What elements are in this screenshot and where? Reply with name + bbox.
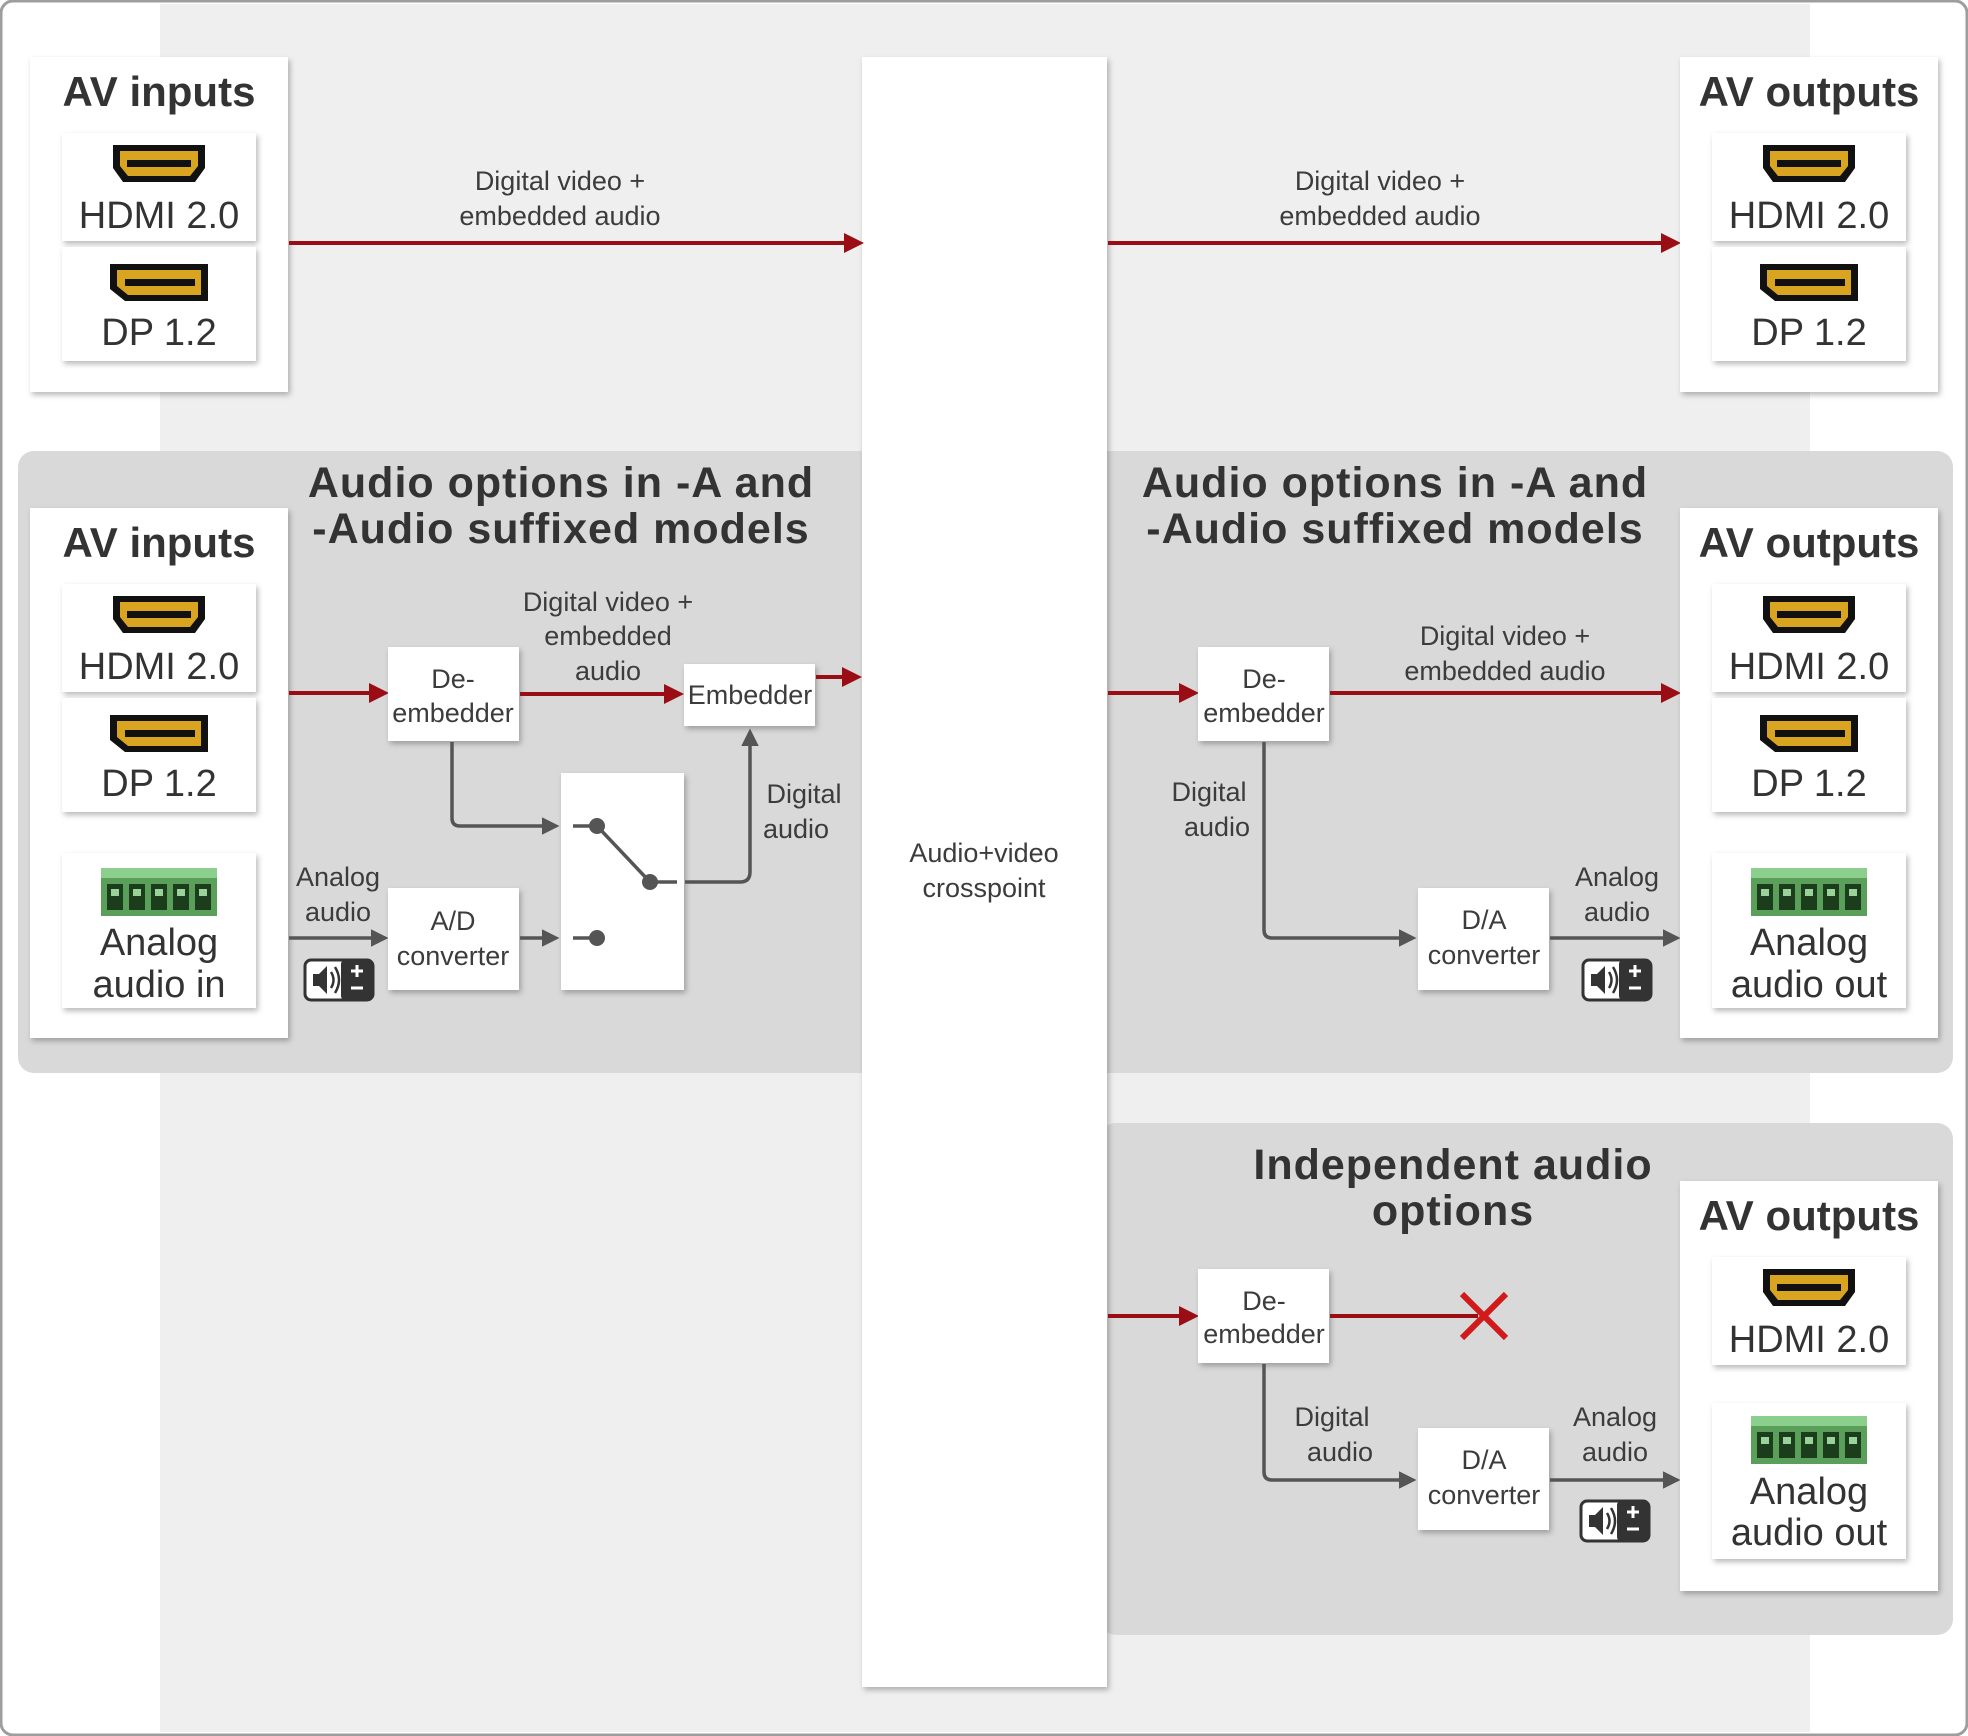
deembedder-label-bottom-line1: De-: [1242, 1286, 1286, 1316]
crosspoint-label-line2: crosspoint: [922, 873, 1046, 903]
switch-lever: [595, 824, 652, 884]
audio-options-title-left-line1: Audio options in -A and: [308, 459, 814, 507]
analog-audio-label-in-line1: Analog: [296, 862, 380, 892]
av-outputs-heading-bottom: AV outputs: [1699, 1192, 1920, 1239]
digital-audio-label-left-line2: audio: [763, 814, 829, 844]
analog-audio-label-mid-line2: audio: [1584, 897, 1650, 927]
analog-audio-in-label-line2: audio in: [92, 964, 225, 1006]
volume-control-icon: [303, 958, 375, 1002]
da-converter-label-mid-line2: converter: [1428, 940, 1541, 970]
ad-converter-label-line1: A/D: [430, 906, 475, 936]
hdmi-icon: [1763, 145, 1855, 182]
input-signal-label-top-line1: Digital video +: [475, 166, 645, 196]
analog-audio-out-label-bottom-line2: audio out: [1731, 1512, 1888, 1554]
switch-to-embedder-arrow: [685, 728, 759, 884]
av-outputs-heading-top: AV outputs: [1699, 68, 1920, 115]
audio-options-title-left-line2: -Audio suffixed models: [312, 505, 809, 553]
deembedder-label-left-line2: embedder: [392, 698, 514, 728]
da-converter-block-mid: [1418, 888, 1549, 990]
hdmi-output-label-top: HDMI 2.0: [1729, 195, 1889, 237]
switch-node-b: [589, 930, 605, 946]
digital-audio-label-mid-line2: audio: [1184, 812, 1250, 842]
digital-audio-label-bottom-line1: Digital: [1294, 1402, 1369, 1432]
analog-audio-in-label-line1: Analog: [100, 922, 218, 964]
deembedder-to-da-arrow-mid: [1262, 742, 1417, 947]
digital-audio-label-left-line1: Digital: [766, 779, 841, 809]
digital-audio-label-mid-line1: Digital: [1171, 777, 1246, 807]
independent-audio-title-line1: Independent audio: [1253, 1141, 1652, 1189]
phoenix-terminal-icon: [1751, 1416, 1867, 1464]
da-converter-label-bottom-line2: converter: [1428, 1480, 1541, 1510]
volume-control-icon: [1579, 1499, 1651, 1543]
output-signal-label-mid-line1: Digital video +: [1420, 621, 1590, 651]
hdmi-icon: [1763, 596, 1855, 633]
hdmi-input-label-mid: HDMI 2.0: [79, 646, 239, 688]
deembedder-label-right-line2: embedder: [1203, 698, 1325, 728]
digital-audio-label-bottom-line2: audio: [1307, 1437, 1373, 1467]
output-signal-label-top-line2: embedded audio: [1279, 201, 1480, 231]
embedder-label: Embedder: [688, 680, 813, 710]
output-signal-label-top-line1: Digital video +: [1295, 166, 1465, 196]
hdmi-icon: [113, 145, 205, 182]
deembedder-label-bottom-line2: embedder: [1203, 1319, 1325, 1349]
analog-audio-label-in-line2: audio: [305, 897, 371, 927]
hdmi-icon: [113, 596, 205, 633]
internal-signal-label-line2: embedded: [544, 621, 672, 651]
analog-audio-label-bottom-line1: Analog: [1573, 1402, 1657, 1432]
phoenix-terminal-icon: [1751, 868, 1867, 916]
phoenix-terminal-icon: [101, 868, 217, 916]
hdmi-input-label-top: HDMI 2.0: [79, 195, 239, 237]
displayport-icon: [110, 264, 208, 301]
volume-control-icon: [1581, 958, 1653, 1002]
output-signal-label-mid-line2: embedded audio: [1404, 656, 1605, 686]
internal-signal-label-line1: Digital video +: [523, 587, 693, 617]
da-converter-block-bottom: [1418, 1428, 1549, 1530]
av-inputs-heading-mid: AV inputs: [63, 519, 256, 566]
dp-output-label-mid: DP 1.2: [1751, 763, 1866, 805]
independent-audio-title-line2: options: [1372, 1187, 1534, 1235]
hdmi-icon: [1763, 1269, 1855, 1306]
dp-output-label-top: DP 1.2: [1751, 312, 1866, 354]
deembedder-block-left: [388, 647, 519, 741]
red-x-icon: [1459, 1291, 1509, 1341]
analog-audio-label-bottom-line2: audio: [1582, 1437, 1648, 1467]
hdmi-output-label-bottom: HDMI 2.0: [1729, 1319, 1889, 1361]
av-outputs-heading-mid: AV outputs: [1699, 519, 1920, 566]
dp-input-label-mid: DP 1.2: [101, 763, 216, 805]
deembedder-to-da-arrow-bottom: [1262, 1364, 1417, 1489]
displayport-icon: [1760, 715, 1858, 752]
analog-audio-out-label-bottom-line1: Analog: [1750, 1471, 1868, 1513]
crosspoint-label-line1: Audio+video: [909, 838, 1058, 868]
ad-converter-block: [388, 888, 519, 990]
da-converter-label-bottom-line1: D/A: [1461, 1445, 1506, 1475]
displayport-icon: [110, 715, 208, 752]
analog-audio-label-mid-line1: Analog: [1575, 862, 1659, 892]
internal-signal-label-line3: audio: [575, 656, 641, 686]
input-signal-label-top-line2: embedded audio: [459, 201, 660, 231]
ad-converter-label-line2: converter: [397, 941, 510, 971]
embedder-block: [684, 664, 815, 726]
deembedder-label-left-line1: De-: [431, 664, 475, 694]
audio-options-title-right-line1: Audio options in -A and: [1142, 459, 1648, 507]
analog-audio-out-label-mid-line2: audio out: [1731, 964, 1888, 1006]
displayport-icon: [1760, 264, 1858, 301]
audio-options-title-right-line2: -Audio suffixed models: [1146, 505, 1643, 553]
deembedder-block-bottom: [1198, 1269, 1329, 1363]
analog-audio-out-label-mid-line1: Analog: [1750, 922, 1868, 964]
dp-input-label-top: DP 1.2: [101, 312, 216, 354]
da-converter-label-mid-line1: D/A: [1461, 905, 1506, 935]
hdmi-output-label-mid: HDMI 2.0: [1729, 646, 1889, 688]
deembedded-audio-to-switch-arrow: [450, 742, 560, 835]
av-inputs-heading-top: AV inputs: [63, 68, 256, 115]
deembedder-block-right: [1198, 647, 1329, 741]
crosspoint-block: [862, 57, 1107, 1687]
deembedder-label-right-line1: De-: [1242, 664, 1286, 694]
